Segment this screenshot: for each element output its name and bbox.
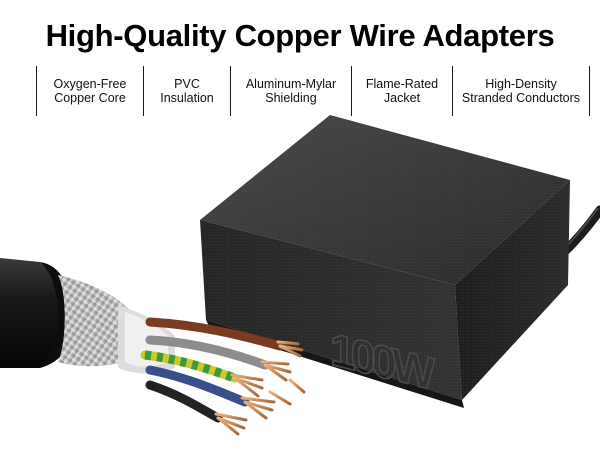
feature-line: Shielding xyxy=(265,91,317,105)
feature-line: Stranded Conductors xyxy=(461,91,581,105)
feature-line: Copper Core xyxy=(54,91,126,105)
copper-strands xyxy=(214,340,306,436)
wire-gray xyxy=(145,335,270,370)
copper-cable xyxy=(0,258,306,436)
feature-line: Aluminum-Mylar xyxy=(245,77,337,91)
feature-line: Jacket xyxy=(383,91,421,105)
feature-line: PVC xyxy=(174,77,200,91)
page-title: High-Quality Copper Wire Adapters xyxy=(45,18,555,53)
wire-brown xyxy=(145,317,285,351)
feature-line: Insulation xyxy=(160,91,214,105)
wire-blue xyxy=(145,365,250,407)
wire-black xyxy=(145,380,223,423)
power-adapter: 100W xyxy=(200,115,570,408)
feature-line: Oxygen-Free xyxy=(53,77,127,91)
feature-line: High-Density xyxy=(485,77,557,91)
feature-line: Flame-Rated xyxy=(365,77,439,91)
